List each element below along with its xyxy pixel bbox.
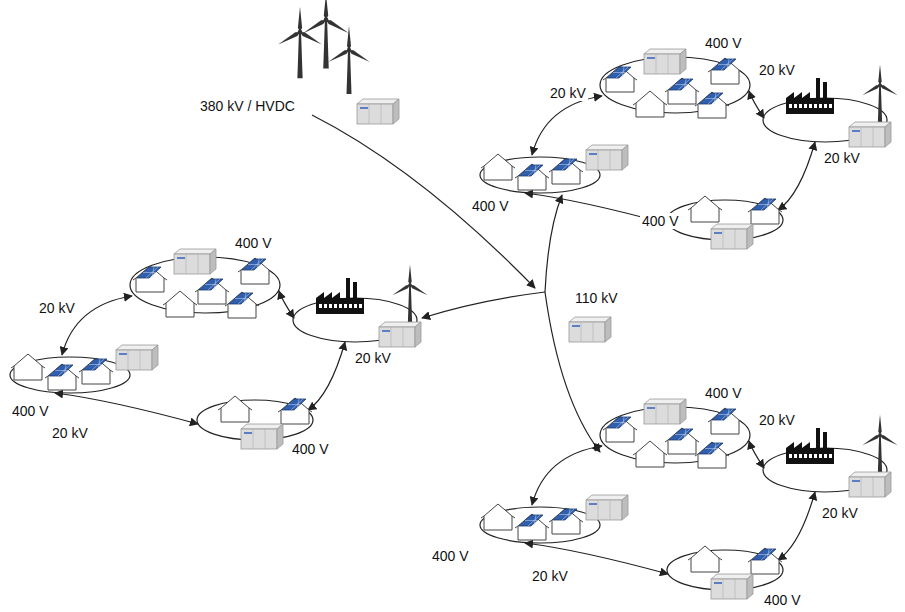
transmission-arrow (545, 195, 562, 292)
distribution-cluster (480, 49, 899, 249)
distribution-cluster (10, 249, 429, 449)
voltage-label: 400 V (762, 592, 803, 608)
battery-cabinet (569, 317, 611, 342)
voltage-label: 110 kV (573, 290, 620, 306)
transmission-arrow (422, 292, 545, 318)
transmission-arrow (545, 292, 600, 452)
voltage-label: 20 kV (548, 85, 588, 101)
voltage-label: 20 kV (822, 150, 862, 166)
voltage-label: 400 V (703, 35, 744, 51)
voltage-label: 380 kV / HVDC (198, 98, 297, 114)
voltage-label: 20 kV (757, 412, 797, 428)
voltage-label: 400 V (10, 403, 51, 419)
voltage-label: 20 kV (50, 425, 90, 441)
voltage-label: 400 V (640, 213, 681, 229)
battery-cabinet (357, 99, 399, 124)
distribution-cluster (480, 399, 899, 599)
voltage-label: 20 kV (757, 62, 797, 78)
transmission-arrow (312, 115, 535, 288)
voltage-label: 400 V (470, 198, 511, 214)
voltage-label: 20 kV (37, 300, 77, 316)
voltage-label: 400 V (233, 235, 274, 251)
wind-turbine (302, 0, 350, 68)
wind-turbine (327, 26, 371, 94)
voltage-label: 400 V (430, 548, 471, 564)
voltage-label: 20 kV (353, 350, 393, 366)
voltage-label: 20 kV (530, 568, 570, 584)
wind-turbine (277, 7, 323, 78)
voltage-label: 400 V (703, 385, 744, 401)
voltage-label: 400 V (290, 441, 331, 457)
voltage-label: 20 kV (820, 505, 860, 521)
